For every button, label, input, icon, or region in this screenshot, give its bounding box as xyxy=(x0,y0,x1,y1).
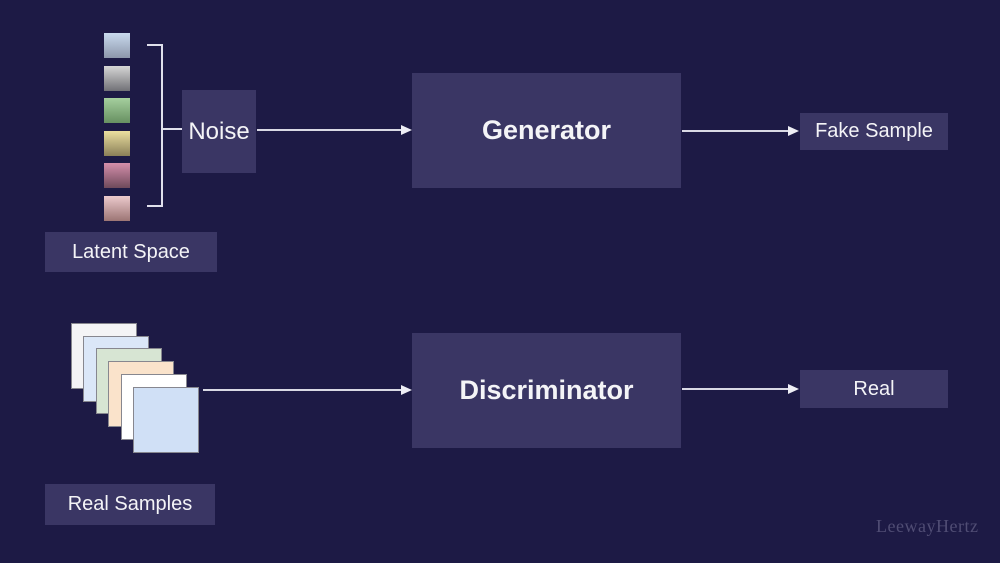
arrow-samples-to-discriminator xyxy=(203,384,412,396)
latent-vector-square-yellow xyxy=(104,130,130,156)
arrow-shaft xyxy=(682,388,788,390)
real-box: Real xyxy=(800,370,948,408)
arrow-shaft xyxy=(203,389,401,391)
latent-vector-square-pink xyxy=(104,163,130,188)
real-samples-label-box: Real Samples xyxy=(45,484,215,525)
discriminator-box: Discriminator xyxy=(412,333,681,448)
arrowhead-icon xyxy=(788,384,799,394)
arrow-discriminator-to-real xyxy=(682,383,799,395)
arrow-shaft xyxy=(682,130,788,132)
generator-label: Generator xyxy=(481,115,612,145)
latent-space-label-box: Latent Space xyxy=(45,232,217,272)
arrowhead-icon xyxy=(401,125,412,135)
real-samples-label: Real Samples xyxy=(67,493,193,515)
latent-vector-square-rose xyxy=(104,195,130,221)
leewayhertz-watermark: LeewayHertz xyxy=(876,516,979,536)
noise-label: Noise xyxy=(188,117,250,145)
latent-vector-square-green xyxy=(104,98,130,123)
bracket-connector-line xyxy=(163,128,182,130)
real-samples-stack xyxy=(71,323,271,523)
bracket-shape xyxy=(147,44,163,207)
latent-vector-square-gray xyxy=(104,65,130,91)
latent-vector-square-blue xyxy=(104,33,130,58)
arrowhead-icon xyxy=(788,126,799,136)
latent-space-squares xyxy=(104,33,130,221)
real-label: Real xyxy=(853,377,895,400)
arrow-generator-to-fake-sample xyxy=(682,125,799,137)
real-sample-card-blue xyxy=(133,387,199,453)
arrowhead-icon xyxy=(401,385,412,395)
fake-sample-label: Fake Sample xyxy=(815,120,933,142)
latent-space-label: Latent Space xyxy=(72,240,190,263)
arrow-noise-to-generator xyxy=(257,124,412,136)
arrow-shaft xyxy=(257,129,401,131)
generator-box: Generator xyxy=(412,73,681,188)
discriminator-label: Discriminator xyxy=(459,375,634,405)
noise-box: Noise xyxy=(182,90,256,173)
fake-sample-box: Fake Sample xyxy=(800,113,948,150)
